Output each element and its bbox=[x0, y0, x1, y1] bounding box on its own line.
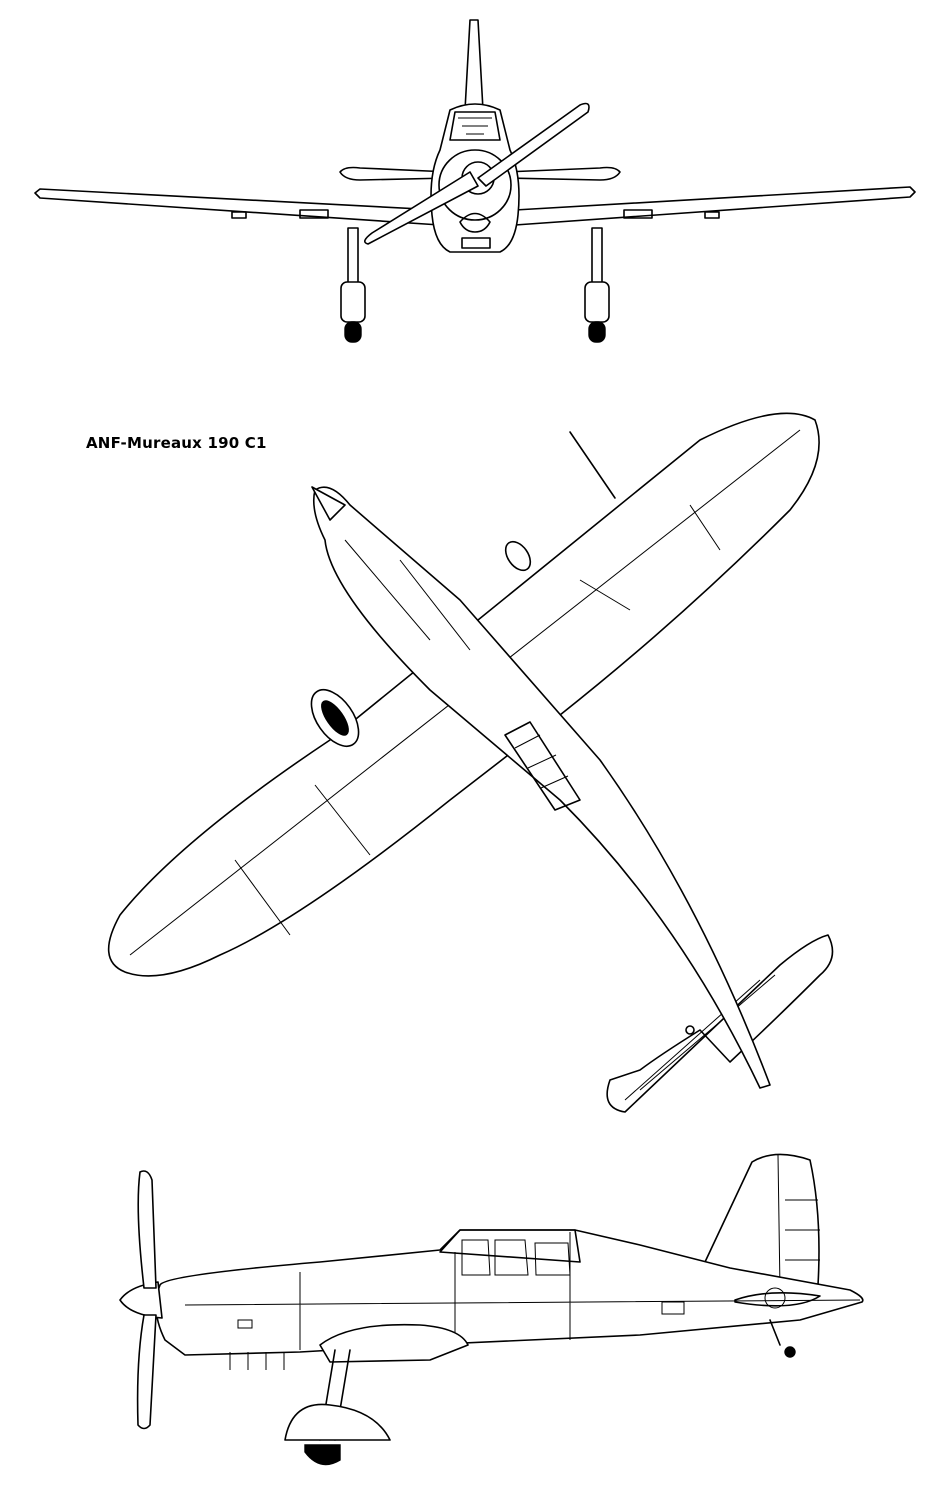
plan-elevator-hinge bbox=[624, 974, 776, 1101]
plan-wing-panels bbox=[234, 504, 721, 936]
side-rudder-ribs bbox=[777, 1154, 820, 1291]
side-propeller-blade-upper bbox=[137, 1170, 157, 1289]
front-gear-leg-right bbox=[591, 227, 603, 287]
aircraft-title: ANF-Mureaux 190 C1 bbox=[86, 434, 267, 452]
front-wing-fairing-left bbox=[299, 209, 329, 219]
side-access-panel bbox=[661, 1301, 685, 1315]
plan-fuselage-details bbox=[344, 539, 471, 651]
front-canopy bbox=[449, 111, 501, 141]
plan-canopy bbox=[504, 721, 581, 811]
front-tailplane-right bbox=[504, 166, 621, 181]
side-exhaust-stacks bbox=[229, 1319, 285, 1370]
side-view bbox=[119, 1153, 864, 1466]
side-tyre bbox=[304, 1444, 341, 1466]
front-gear-leg-left bbox=[347, 227, 359, 287]
plan-tailplane bbox=[606, 934, 834, 1113]
plan-pitot bbox=[569, 431, 616, 499]
front-cowling-ring bbox=[438, 149, 512, 221]
front-air-intake bbox=[459, 212, 491, 233]
front-tyre-left bbox=[344, 321, 362, 343]
side-tailplane-hinge bbox=[764, 1287, 786, 1309]
front-wing-right bbox=[514, 186, 916, 226]
side-tailplane bbox=[734, 1292, 821, 1307]
side-wheel-fairing bbox=[284, 1403, 391, 1441]
front-gear-wheel-left bbox=[340, 281, 366, 323]
side-fuselage bbox=[155, 1229, 864, 1356]
side-spinner bbox=[119, 1281, 163, 1319]
front-propeller-blade-2 bbox=[364, 171, 479, 245]
side-radiator bbox=[319, 1323, 469, 1363]
side-tailwheel bbox=[784, 1346, 796, 1358]
front-wing-fairing-right bbox=[623, 209, 653, 219]
front-tyre-right bbox=[588, 321, 606, 343]
plan-view bbox=[107, 412, 834, 1113]
plan-canopy-frames bbox=[514, 734, 569, 789]
front-fin bbox=[464, 19, 484, 111]
front-wing-detail-right bbox=[704, 211, 720, 219]
side-tailwheel-strut bbox=[769, 1319, 781, 1346]
front-gear-wheel-right bbox=[584, 281, 610, 323]
front-radiator bbox=[461, 237, 491, 249]
plan-gear-fairing bbox=[504, 540, 532, 572]
front-propeller-blade-1 bbox=[477, 102, 590, 187]
plan-radiator-core bbox=[321, 700, 349, 736]
front-wing-left bbox=[34, 188, 441, 226]
side-propeller-blade-lower bbox=[136, 1314, 157, 1430]
front-canopy-frames bbox=[458, 117, 492, 135]
plan-tail-detail bbox=[685, 1025, 695, 1035]
side-fin bbox=[704, 1153, 820, 1301]
front-wing-detail-left bbox=[231, 211, 247, 219]
front-view bbox=[34, 19, 916, 343]
side-panel-lines bbox=[184, 1232, 861, 1350]
side-canopy-panes bbox=[461, 1239, 571, 1276]
plan-spinner bbox=[311, 486, 346, 521]
side-canopy bbox=[439, 1229, 581, 1263]
